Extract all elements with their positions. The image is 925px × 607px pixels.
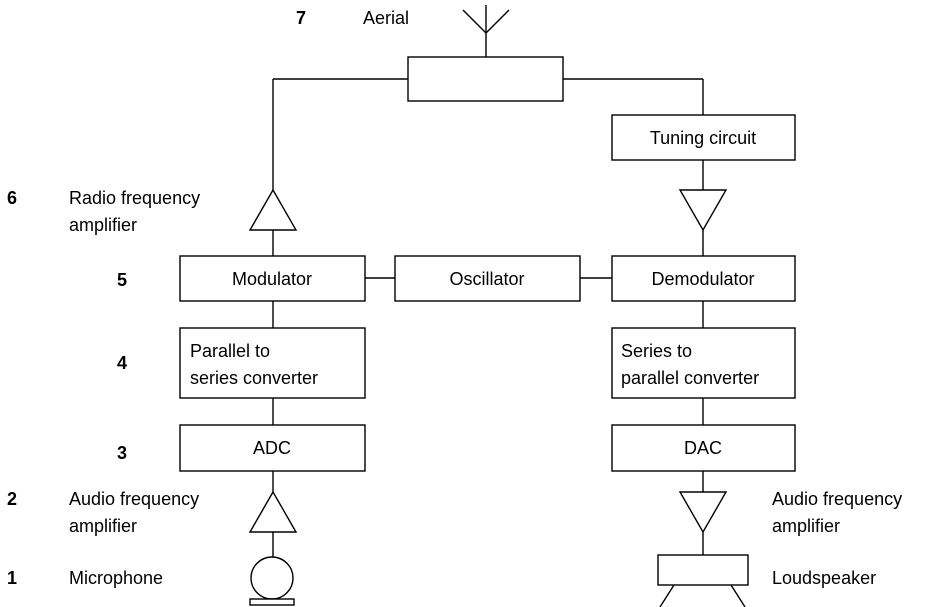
step-number-7: 7 [296,8,306,28]
parallel-to-series-label-line2: series converter [190,368,318,388]
loudspeaker-label: Loudspeaker [772,568,876,588]
step-number-4: 4 [117,353,127,373]
step-number-3: 3 [117,443,127,463]
af-amplifier-right-icon [678,491,728,534]
dac-label: DAC [684,438,722,458]
parallel-to-series-label-line1: Parallel to [190,341,270,361]
oscillator-box [394,255,581,302]
modulator-label: Modulator [232,269,312,289]
rf-amplifier-label-line1: Radio frequency [69,188,200,208]
parallel-to-series-converter-box [179,327,366,399]
series-to-parallel-label-line2: parallel converter [621,368,759,388]
af-amplifier-left-label-line2: amplifier [69,516,137,536]
demodulator-label: Demodulator [651,269,754,289]
rf-amplifier-left-icon [248,188,298,231]
demodulator-box [611,255,796,302]
series-to-parallel-label-line1: Series to [621,341,692,361]
aerial-icon [462,5,510,57]
loudspeaker-icon [657,554,749,607]
dac-box [611,424,796,472]
rf-amplifier-label-line2: amplifier [69,215,137,235]
aerial-coupler-box [407,56,564,102]
step-number-1: 1 [7,568,17,588]
microphone-icon [249,556,295,606]
oscillator-label: Oscillator [449,269,524,289]
af-amplifier-left-label-line1: Audio frequency [69,489,199,509]
af-amplifier-right-label-line1: Audio frequency [772,489,902,509]
tuning-circuit-label: Tuning circuit [650,128,756,148]
microphone-label: Microphone [69,568,163,588]
af-amplifier-right-label-line2: amplifier [772,516,840,536]
af-amplifier-left-icon [248,490,298,533]
step-number-5: 5 [117,270,127,290]
rf-amplifier-right-icon [678,189,728,232]
adc-label: ADC [253,438,291,458]
step-number-6: 6 [7,188,17,208]
aerial-label: Aerial [363,8,409,28]
step-number-2: 2 [7,489,17,509]
